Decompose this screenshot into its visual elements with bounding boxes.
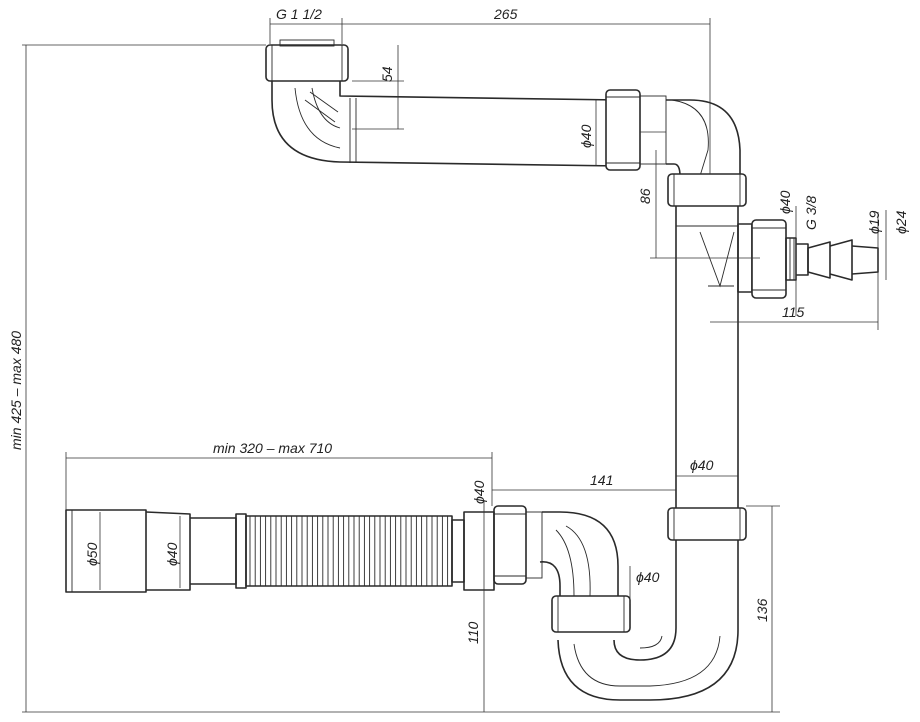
label-dia-end-40: ϕ40 (164, 542, 180, 566)
trap-riser-elbow (539, 511, 619, 597)
label-dia-nozzle-24: ϕ24 (893, 210, 909, 234)
top-horizontal-pipe (349, 98, 357, 163)
label-offset-141: 141 (590, 472, 613, 488)
label-dia-top-pipe: ϕ40 (578, 124, 594, 148)
label-height-110: 110 (465, 621, 481, 644)
label-dia-nozzle-19: ϕ19 (866, 210, 882, 234)
vertical-pipe (675, 206, 739, 508)
label-dia-hose-in: ϕ40 (471, 480, 487, 504)
label-thread-top: G 1 1/2 (276, 6, 322, 22)
dimension-lines (22, 18, 887, 713)
vertical-bottom-nut (667, 507, 747, 541)
side-branch (737, 219, 879, 299)
corrugated-hose (65, 509, 495, 593)
label-height-range: min 425 – max 480 (8, 331, 24, 450)
label-width-top: 265 (493, 6, 518, 22)
top-elbow (271, 81, 621, 167)
label-rise-54: 54 (379, 66, 395, 82)
label-thread-branch: G 3/8 (803, 196, 819, 230)
label-height-136: 136 (754, 598, 770, 622)
vertical-top-nut (667, 173, 747, 207)
right-elbow (666, 99, 741, 177)
label-dia-branch: ϕ40 (777, 190, 793, 214)
label-hose-range: min 320 – max 710 (213, 440, 332, 456)
trap-u-bend (557, 540, 739, 701)
label-dia-end-50: ϕ50 (84, 542, 100, 566)
label-dia-vertical: ϕ40 (690, 457, 714, 473)
hose-connection-nut (493, 505, 543, 585)
label-offset-115: 115 (782, 304, 805, 320)
label-dia-trap: ϕ40 (636, 569, 660, 585)
top-pipe-nut (605, 89, 667, 171)
top-inlet-nut (265, 39, 349, 82)
trap-left-nut (551, 595, 631, 633)
label-drop-86: 86 (637, 188, 653, 204)
